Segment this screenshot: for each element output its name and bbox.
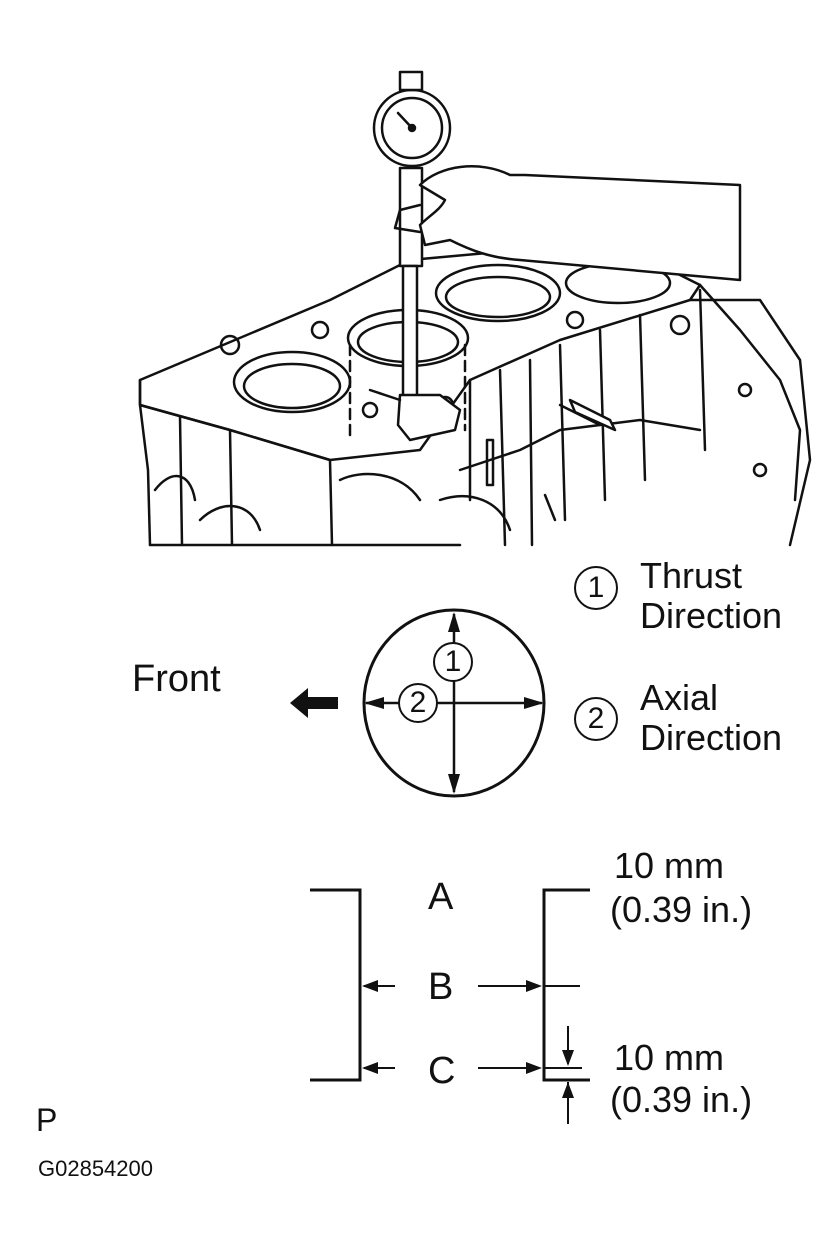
legend-thrust-line1: Thrust xyxy=(640,555,743,596)
figure-id: G02854200 xyxy=(38,1156,153,1181)
hand xyxy=(418,165,742,282)
legend-axial-number-circle: 2 xyxy=(574,697,618,741)
bottom-offset-inch: (0.39 in.) xyxy=(610,1079,753,1120)
axial-mark-circle: 2 xyxy=(398,683,438,723)
block-front-face xyxy=(138,378,334,547)
legend-axial-line1: Axial xyxy=(640,677,719,718)
axial-mark-number: 2 xyxy=(409,686,427,719)
cylinder-bore-1 xyxy=(232,350,352,414)
bore-wall-left xyxy=(310,888,362,1082)
legend-thrust-number-circle: 1 xyxy=(574,566,618,610)
thrust-mark-number: 1 xyxy=(444,645,462,678)
bottom-offset-value: 10 mm xyxy=(614,1037,725,1078)
code-letter: P xyxy=(36,1102,58,1138)
level-c-label: C xyxy=(428,1050,456,1092)
top-offset-inch: (0.39 in.) xyxy=(610,889,753,930)
legend-axial-line2: Direction xyxy=(640,717,783,758)
legend-thrust-number: 1 xyxy=(587,571,605,604)
bore-levels-diagram xyxy=(310,888,590,1124)
level-b-label: B xyxy=(428,966,454,1008)
gauge-rod xyxy=(398,166,424,268)
gauge-contact-head xyxy=(396,393,462,442)
legend-thrust-line2: Direction xyxy=(640,595,783,636)
level-a-label: A xyxy=(428,876,454,918)
front-label: Front xyxy=(132,658,221,700)
thrust-mark-circle: 1 xyxy=(433,642,473,682)
cylinder-bore-3 xyxy=(434,263,562,323)
bore-direction-diagram xyxy=(290,608,546,798)
engine-block-illustration xyxy=(138,70,812,547)
legend-axial-number: 2 xyxy=(587,702,605,735)
top-offset-value: 10 mm xyxy=(614,845,725,886)
front-arrow-icon xyxy=(290,688,338,718)
